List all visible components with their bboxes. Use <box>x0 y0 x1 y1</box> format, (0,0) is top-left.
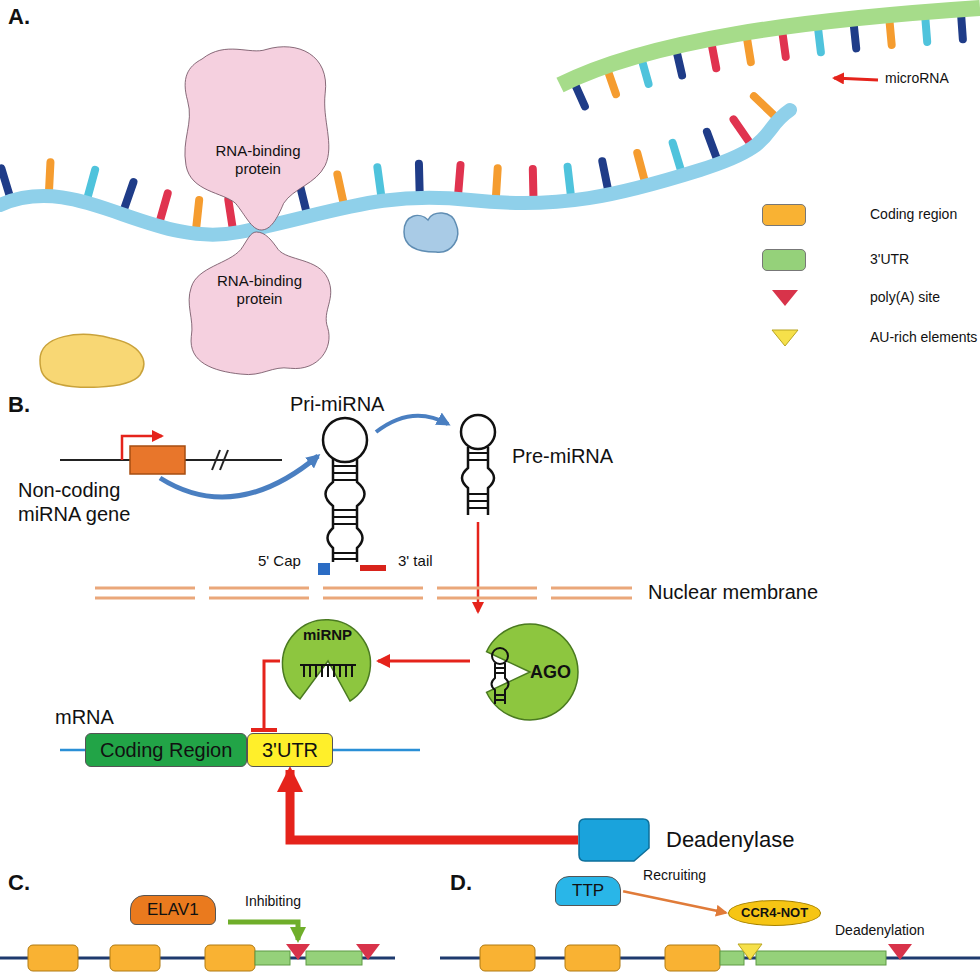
protein-blob <box>404 213 458 252</box>
transcription-arrow <box>160 456 318 497</box>
node-text: Deadenylase <box>666 827 794 853</box>
ago-protein: AGO <box>470 620 580 725</box>
connector <box>264 661 280 730</box>
coding-region-box: Coding Region <box>85 733 247 767</box>
transcript-c <box>0 944 395 971</box>
connector <box>623 891 726 913</box>
deadenylase-shape <box>578 818 650 862</box>
gene-box <box>130 446 185 474</box>
end-label: 5' Cap <box>258 552 301 570</box>
node-text: RNA-binding protein <box>210 272 310 308</box>
legend-text: poly(A) site <box>870 289 940 306</box>
break-mark <box>220 450 228 470</box>
pri-mirna-hairpin <box>323 418 367 562</box>
node-text: CCR4-NOT <box>741 905 808 921</box>
cap-mark <box>318 563 330 575</box>
node-text: 3'UTR <box>262 738 318 762</box>
node-text: TTP <box>572 881 604 901</box>
node-text: RNA-binding protein <box>208 142 308 178</box>
legend-text: 3'UTR <box>870 251 909 268</box>
promoter-arrow <box>122 436 162 460</box>
binding-protein-outline <box>178 40 338 230</box>
ttp-protein: TTP <box>555 876 621 906</box>
end-label: 3' tail <box>398 552 433 570</box>
deadenylase-enzyme: Deadenylase <box>578 818 794 862</box>
node-text: Coding Region <box>100 738 232 762</box>
binding-protein: RNA-binding protein <box>182 232 337 377</box>
are-triangle <box>772 330 798 346</box>
mirnp-complex: miRNP <box>280 615 375 707</box>
node-text: ELAV1 <box>147 900 199 920</box>
panel-letter: D. <box>450 870 472 896</box>
utr-box: 3'UTR <box>247 733 333 767</box>
mrna-label: mRNA <box>55 705 114 729</box>
pre-mirna-hairpin <box>461 415 495 515</box>
structure-label: Pre-miRNA <box>512 444 613 468</box>
mrna-strand <box>0 110 790 235</box>
nuclear-membrane <box>95 588 632 598</box>
transcript-d <box>440 944 980 971</box>
legend-text: AU-rich elements <box>870 329 977 346</box>
legend-swatch <box>762 249 806 271</box>
connector <box>378 660 470 663</box>
panel-letter: B. <box>8 392 30 418</box>
panel-letter: C. <box>8 870 30 896</box>
binding-protein: RNA-binding protein <box>178 40 338 230</box>
inhibit-arrow <box>228 922 298 940</box>
node-text: AGO <box>530 662 571 684</box>
break-mark <box>212 450 220 470</box>
gene-label: Non-coding miRNA gene <box>18 478 148 526</box>
protein-blob <box>40 334 144 387</box>
legend-swatch <box>762 204 806 226</box>
connector <box>290 770 578 840</box>
edge-label: Recruiting <box>641 867 708 884</box>
action-label: Inhibiting <box>245 893 301 910</box>
membrane-label: Nuclear membrane <box>648 580 818 604</box>
tail-mark <box>360 565 386 571</box>
processing-arrow <box>376 416 448 432</box>
strand-label: microRNA <box>885 70 949 87</box>
ccr4-not-complex: CCR4-NOT <box>728 900 821 926</box>
node-text: miRNP <box>303 626 352 644</box>
legend-text: Coding region <box>870 206 957 223</box>
structure-label: Pri-miRNA <box>290 392 384 416</box>
pointer-arrow <box>834 78 878 80</box>
action-label: Deadenylation <box>835 922 925 939</box>
deadenylase-outline <box>578 818 650 862</box>
panel-letter: A. <box>8 4 30 30</box>
elav1-protein: ELAV1 <box>130 895 216 925</box>
polya-triangle <box>772 290 798 306</box>
